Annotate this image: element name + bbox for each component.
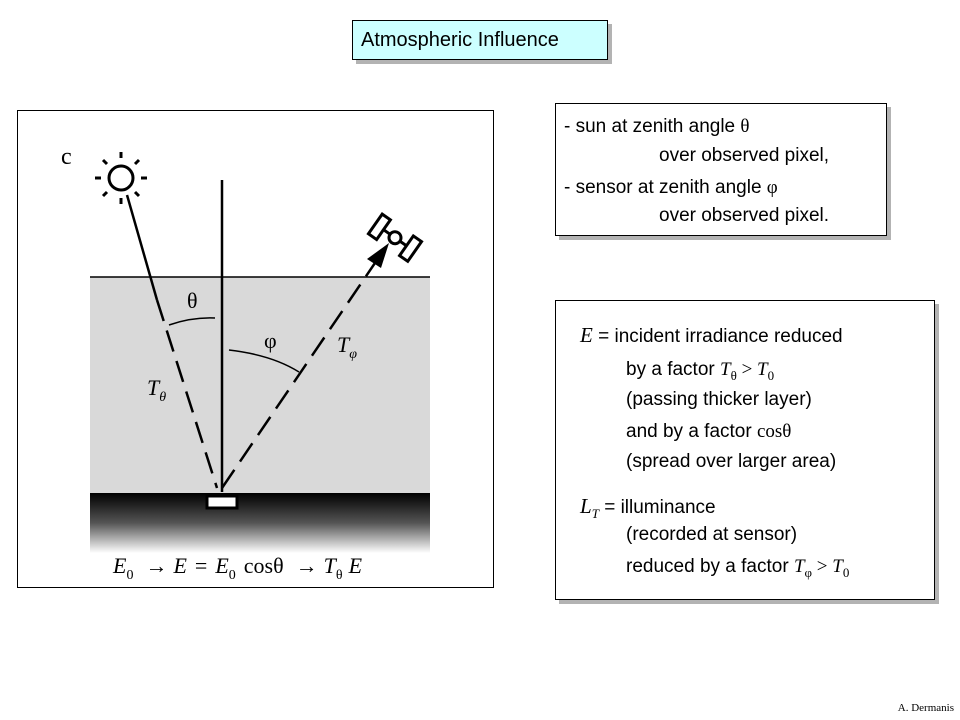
sun-angle-line-2: over observed pixel, xyxy=(659,145,830,166)
theta-arc xyxy=(168,317,216,326)
sun-ray-solid xyxy=(125,194,159,301)
larger-area-line: (spread over larger area) xyxy=(626,451,837,472)
thicker-layer-line: (passing thicker layer) xyxy=(626,389,812,410)
cos-factor-line: and by a factor cosθ xyxy=(626,421,792,442)
phi-factor-line: reduced by a factor Tφ > T0 xyxy=(626,556,850,580)
sun-angle-line: - sun at zenith angle θ xyxy=(564,116,750,137)
page-title: Atmospheric Influence xyxy=(361,29,559,51)
irradiance-line: E = incident irradiance reduced xyxy=(580,323,843,347)
angle-description-box: - sun at zenith angle θ over observed pi… xyxy=(555,103,887,236)
satellite-icon xyxy=(366,212,424,264)
author-credit: A. Dermanis xyxy=(897,702,954,714)
atmosphere-layer xyxy=(90,277,430,493)
sensor-angle-line-2: over observed pixel. xyxy=(659,205,830,226)
t-theta-label: Tθ xyxy=(147,375,166,405)
sun-icon xyxy=(95,152,147,204)
sun-ray-dashed xyxy=(155,299,219,489)
recorded-line: (recorded at sensor) xyxy=(626,524,798,545)
sensor-angle-line: - sensor at zenith angle φ xyxy=(564,177,778,198)
phi-arc xyxy=(228,349,300,373)
phi-label: φ xyxy=(264,328,277,353)
panel-label: c xyxy=(61,144,72,170)
illuminance-line: LT = illuminance xyxy=(580,494,716,521)
theta-label: θ xyxy=(187,288,198,313)
sensor-arrowhead xyxy=(367,243,389,268)
t-phi-label: Tφ xyxy=(337,332,357,362)
title-box: Atmospheric Influence xyxy=(352,20,608,60)
sensor-ray-dashed xyxy=(220,259,379,489)
irradiance-explanation-box: E = incident irradiance reduced by a fac… xyxy=(555,300,935,600)
theta-factor-line: by a factor Tθ > T0 xyxy=(626,359,775,383)
pixel-marker xyxy=(205,494,239,510)
ground-surface xyxy=(90,493,430,553)
